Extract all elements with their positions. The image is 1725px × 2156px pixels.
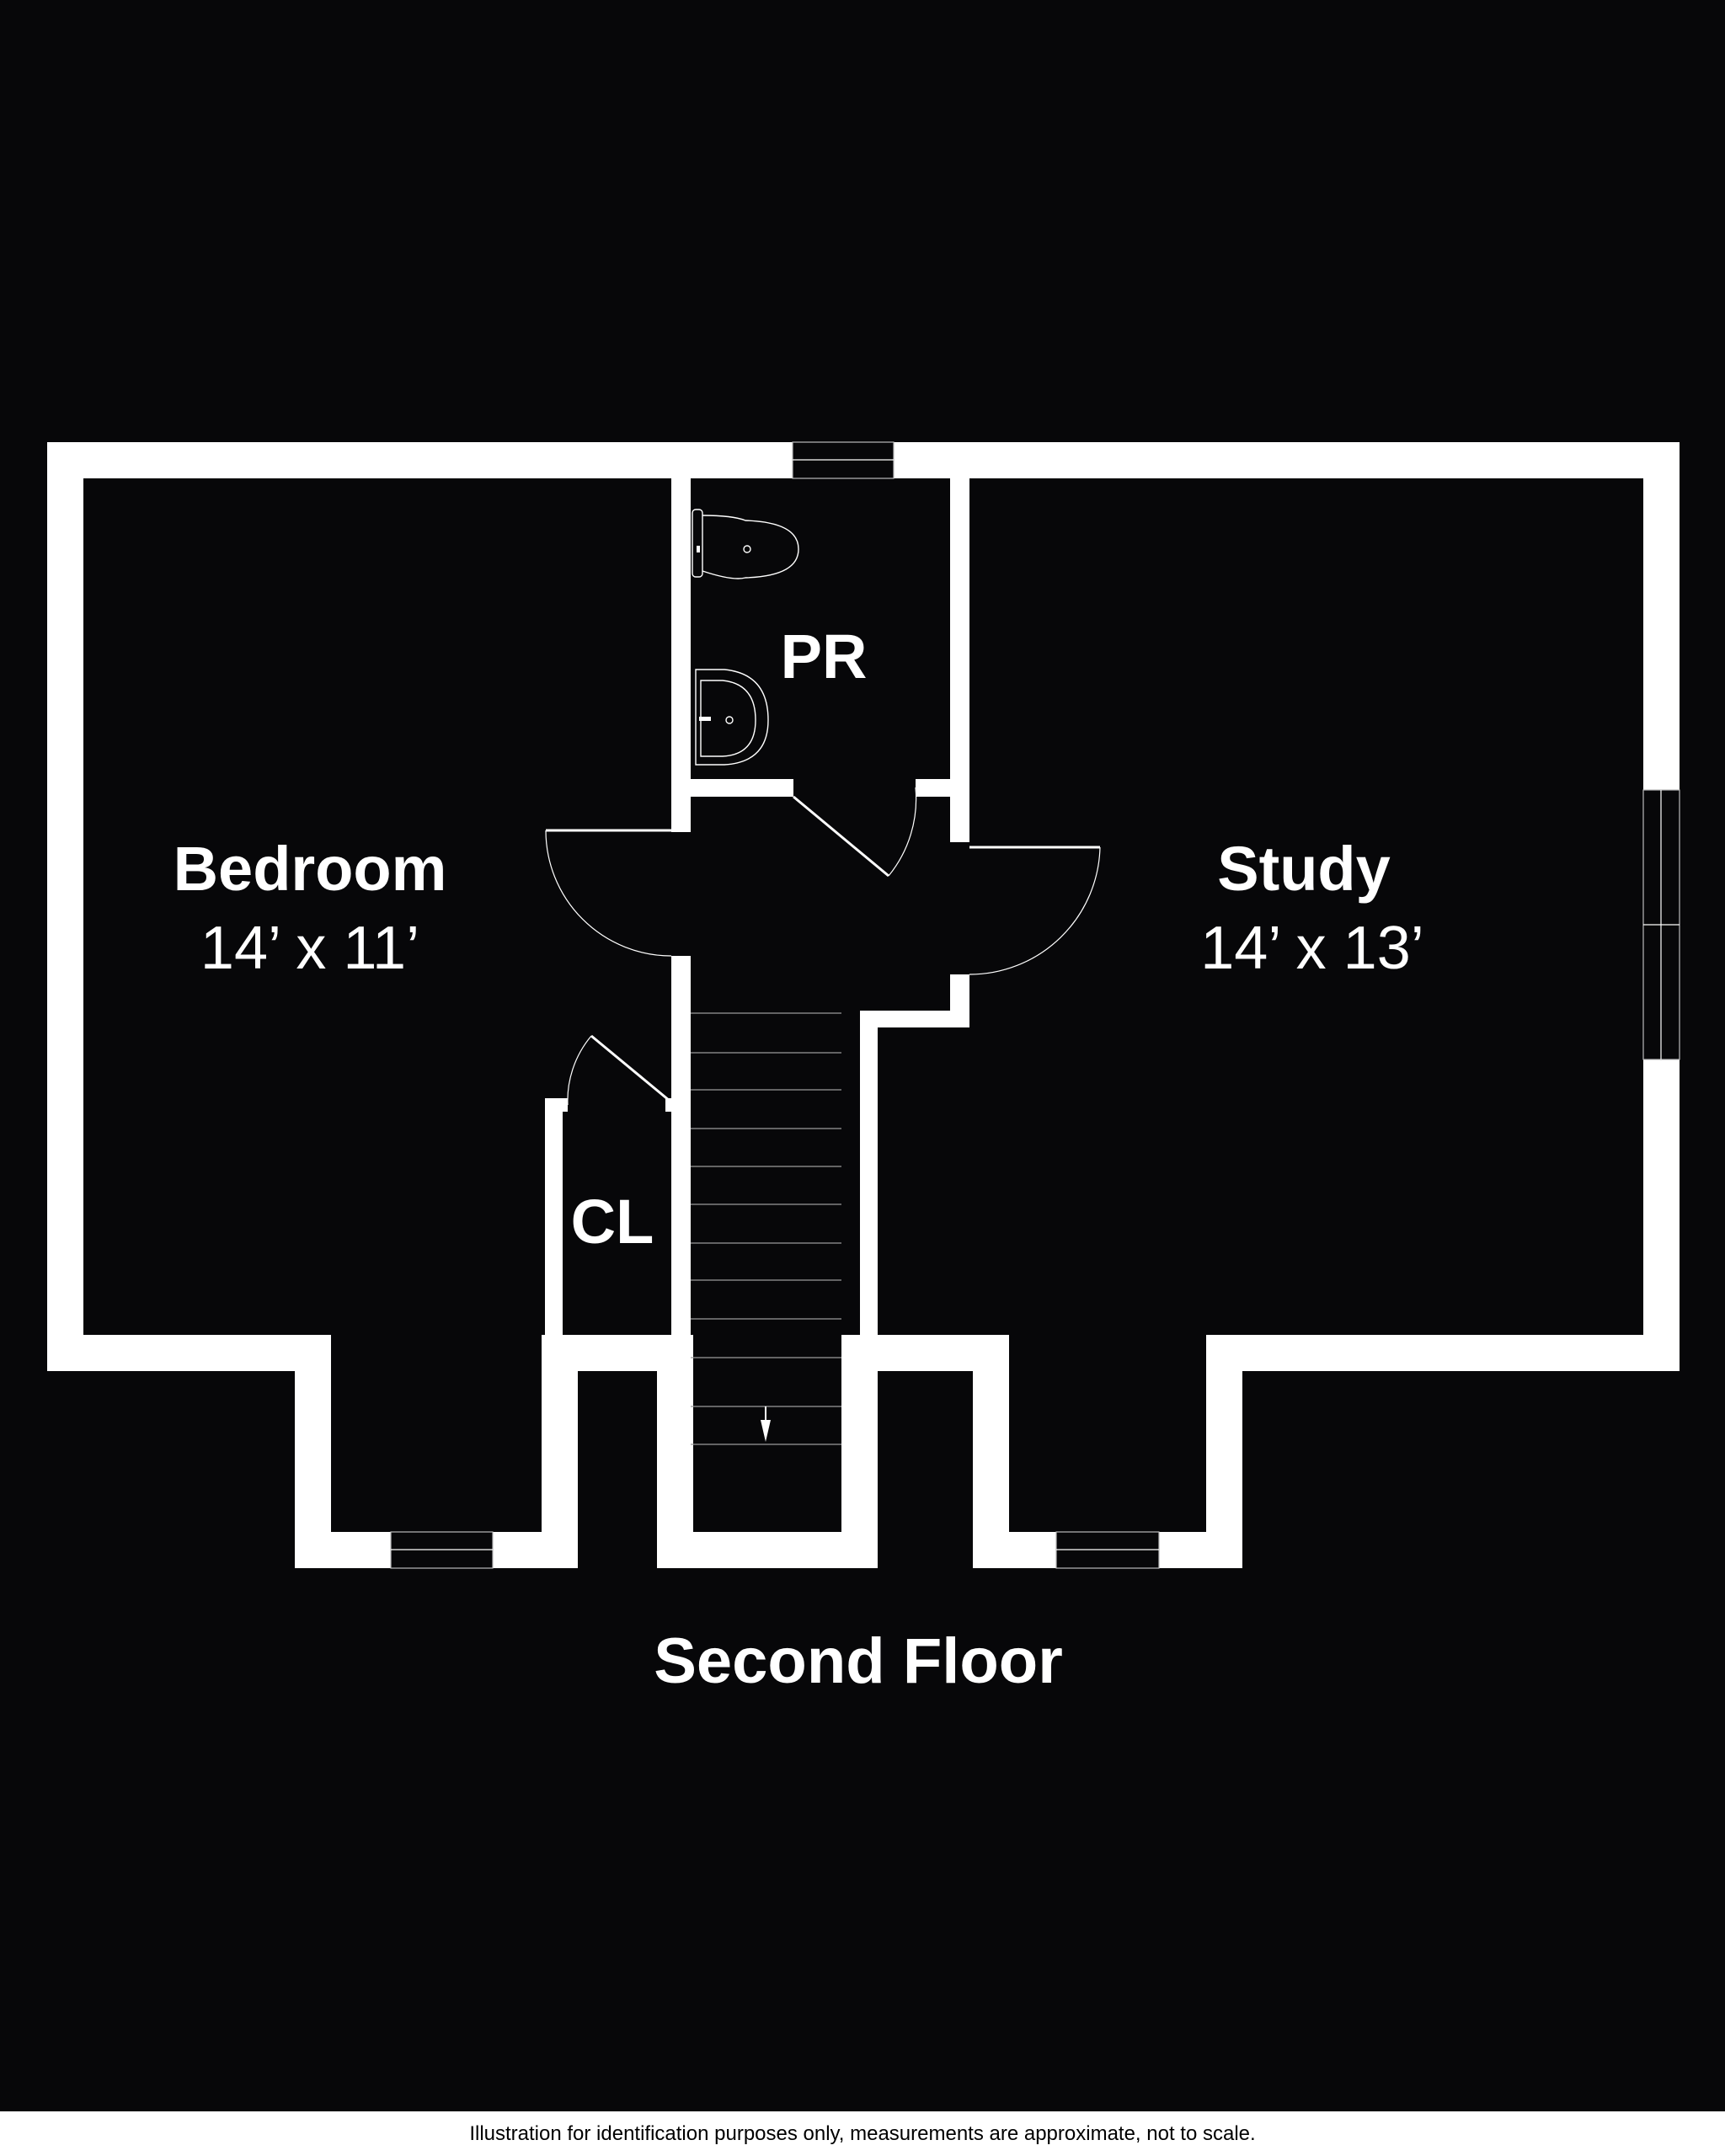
west-wall: [47, 442, 83, 1371]
sink-icon: [695, 669, 769, 766]
closet-label: CL: [571, 1187, 654, 1257]
bedroom-dimensions: 14’ x 11’: [200, 915, 419, 982]
bay-right-wall-west: [973, 1335, 1009, 1568]
pr-fixtures: [692, 509, 799, 766]
floor-plan-canvas: Bedroom 14’ x 11’ Study 14’ x 13’ PR CL …: [0, 0, 1725, 2111]
stair-south-wall: [657, 1532, 878, 1568]
pr-door-swing: [888, 787, 917, 877]
closet-door: [590, 1034, 670, 1102]
study-south-wall: [1206, 1335, 1680, 1371]
stair-east-outer-wall: [841, 1335, 878, 1568]
exterior-walls: [47, 442, 1680, 1568]
study-label: Study: [1217, 834, 1391, 904]
pr-east-wall: [950, 478, 969, 842]
closet-door-swing: [567, 1035, 592, 1106]
bedroom-south-wall: [47, 1335, 331, 1371]
stair-west-wall: [671, 956, 691, 1335]
toilet-icon: [692, 509, 799, 579]
bedroom-door-swing: [545, 830, 672, 957]
bay-left-wall-west: [295, 1335, 331, 1568]
stair-west-outer-wall: [657, 1335, 693, 1568]
pr-west-wall-upper: [671, 478, 691, 832]
floor-plan: Bedroom 14’ x 11’ Study 14’ x 13’ PR CL …: [47, 441, 1680, 1697]
pr-south-wall-right: [916, 779, 950, 797]
hall-south-wall: [860, 1011, 969, 1027]
powder-room-label: PR: [781, 622, 868, 691]
closet-door-jamb-left: [545, 1098, 568, 1112]
room-labels: Bedroom 14’ x 11’ Study 14’ x 13’ PR CL …: [174, 622, 1424, 1697]
doors: [545, 787, 1101, 1106]
pr-door: [793, 795, 889, 878]
closet-west-wall: [545, 1098, 563, 1335]
closet-south-wall: [542, 1335, 676, 1371]
bedroom-label: Bedroom: [174, 834, 447, 904]
floor-title: Second Floor: [654, 1625, 1063, 1697]
interior-walls: [545, 478, 969, 1335]
bay-left-wall-east: [542, 1335, 578, 1568]
windows: [390, 441, 1680, 1569]
stair-east-wall: [860, 1011, 878, 1335]
closet-door-jamb-right: [665, 1098, 691, 1112]
staircase: [691, 1012, 841, 1445]
bay-right-wall-east: [1206, 1335, 1242, 1568]
pr-south-wall-left: [691, 779, 793, 797]
study-door-swing: [969, 846, 1101, 975]
study-dimensions: 14’ x 13’: [1200, 915, 1424, 982]
disclaimer-text: Illustration for identification purposes…: [469, 2121, 1256, 2145]
